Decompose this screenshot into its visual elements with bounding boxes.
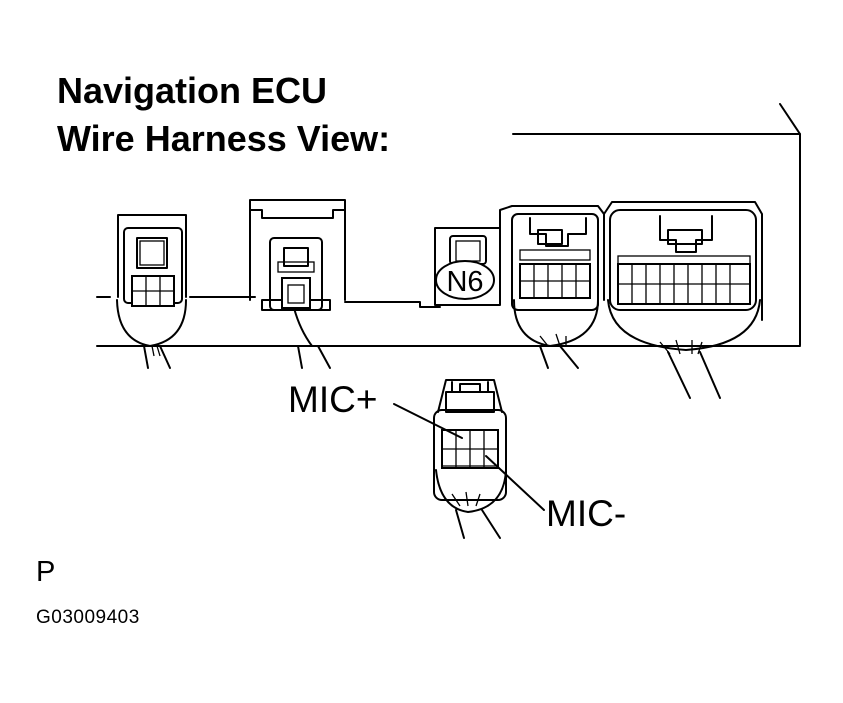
n6-tag-text: N6	[446, 266, 483, 298]
ecu-connector-5	[603, 201, 763, 399]
diagram-title-line1: Navigation ECU	[57, 70, 328, 111]
diagram-title-line2: Wire Harness View:	[57, 118, 391, 159]
ecu-connector-4	[499, 205, 605, 369]
figure-code: G03009403	[36, 607, 140, 628]
mic-connector	[433, 379, 507, 539]
mic-plus-leader	[393, 403, 463, 439]
page-letter: P	[36, 556, 56, 588]
mic-plus-label: MIC+	[288, 379, 378, 420]
ecu-housing	[96, 103, 801, 347]
mic-minus-label: MIC-	[546, 493, 627, 534]
ecu-connector-n6: N6	[434, 227, 501, 306]
leader-lines	[393, 403, 545, 511]
ecu-connector-1	[116, 214, 187, 369]
mic-minus-leader	[485, 455, 545, 511]
n6-tag	[435, 260, 495, 300]
ecu-connector-2	[249, 199, 346, 369]
